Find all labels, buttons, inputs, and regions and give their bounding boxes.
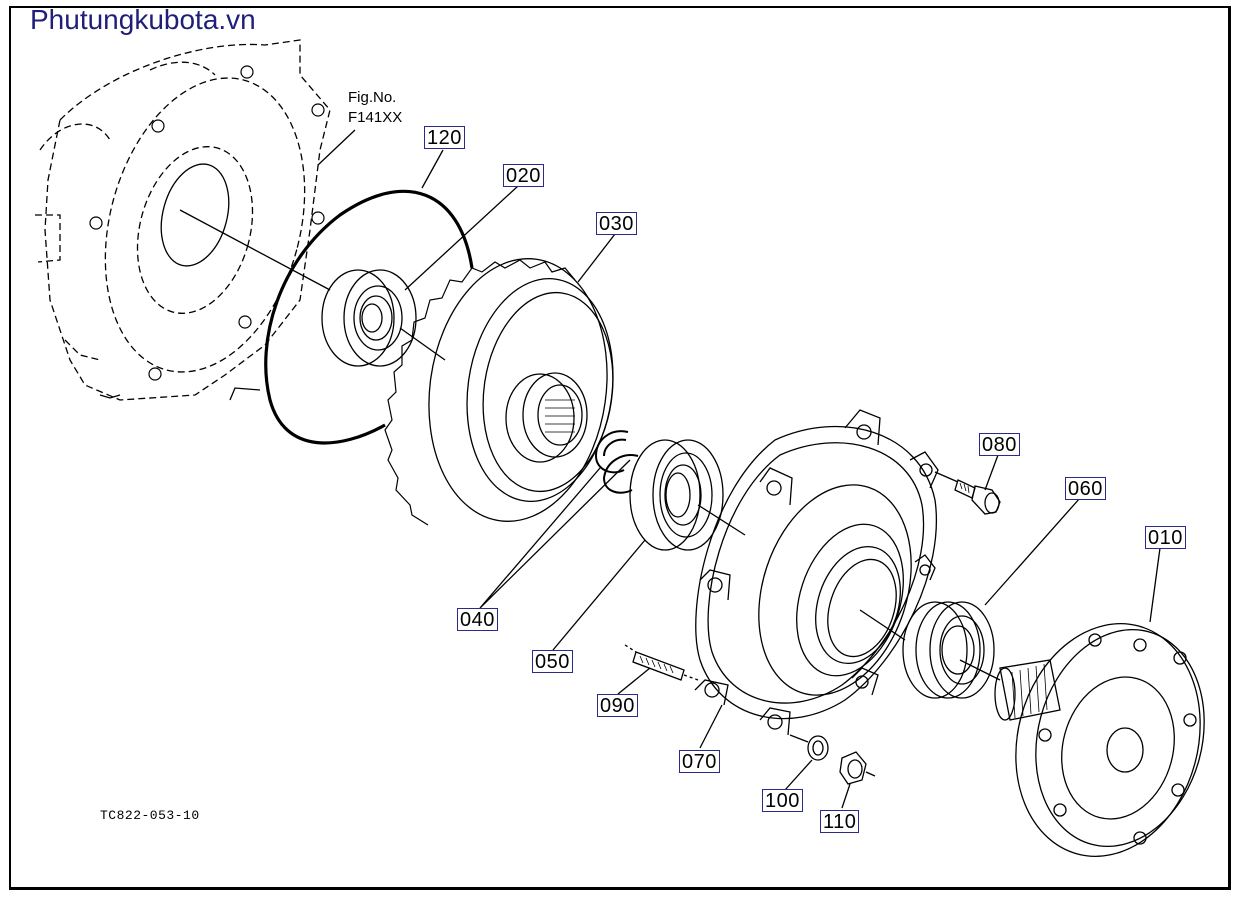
part-callout-050[interactable]: 050 <box>532 650 573 673</box>
snap-rings-040 <box>594 430 639 494</box>
leader-060 <box>984 497 1081 606</box>
bolt-080 <box>954 479 1001 515</box>
leader-030 <box>577 233 616 283</box>
bearing-020 <box>321 269 417 367</box>
housing-outline <box>35 39 331 401</box>
axis-line-050 <box>697 504 746 536</box>
axle-flange-010 <box>994 623 1205 857</box>
leader-090 <box>617 667 651 695</box>
figure-reference[interactable]: Fig.No. F141XX <box>348 88 402 128</box>
figure-reference-line1: Fig.No. <box>348 89 397 106</box>
axis-line-080 <box>934 471 959 483</box>
drawing-code: TC822-053-10 <box>100 808 200 823</box>
housing-bolt-holes <box>89 65 325 381</box>
part-callout-070[interactable]: 070 <box>679 750 720 773</box>
part-callout-060[interactable]: 060 <box>1065 477 1106 500</box>
o-ring-120 <box>264 189 474 445</box>
axis-line-070 <box>859 609 906 641</box>
axis-line-upper <box>179 209 331 291</box>
leader-110 <box>841 783 851 809</box>
axis-line-060 <box>959 659 1001 681</box>
stud-090 <box>632 651 685 681</box>
watermark-logo: Phutungkubota.vn <box>30 4 256 35</box>
part-callout-100[interactable]: 100 <box>762 789 803 812</box>
figure-reference-line2: F141XX <box>348 109 403 126</box>
part-callout-020[interactable]: 020 <box>503 164 544 187</box>
part-callout-090[interactable]: 090 <box>597 694 638 717</box>
axis-line-020 <box>399 327 446 361</box>
axis-line-090 <box>624 644 699 681</box>
nut-110 <box>839 751 867 785</box>
leader-010 <box>1149 547 1161 623</box>
part-callout-080[interactable]: 080 <box>979 433 1020 456</box>
part-callout-110[interactable]: 110 <box>820 810 860 833</box>
leader-050 <box>552 539 646 651</box>
ring-gear-030 <box>384 258 614 526</box>
bearing-050 <box>629 439 724 551</box>
part-callout-030[interactable]: 030 <box>596 212 637 235</box>
part-callout-120[interactable]: 120 <box>424 126 465 149</box>
housing-solid-details <box>99 163 261 401</box>
leader-100 <box>784 759 813 791</box>
leader-070 <box>699 704 723 749</box>
cover-070 <box>694 409 939 736</box>
leader-020 <box>404 185 519 291</box>
part-callout-010[interactable]: 010 <box>1145 526 1186 549</box>
drawing-frame <box>9 6 1231 890</box>
washer-100 <box>807 735 829 761</box>
part-callout-040[interactable]: 040 <box>457 608 498 631</box>
axis-line-110 <box>789 734 876 777</box>
leader-120 <box>421 149 444 189</box>
oil-seal-060 <box>902 601 995 699</box>
fig-ref-leader <box>317 129 356 166</box>
leader-080 <box>984 454 999 491</box>
leader-040 <box>479 459 631 609</box>
